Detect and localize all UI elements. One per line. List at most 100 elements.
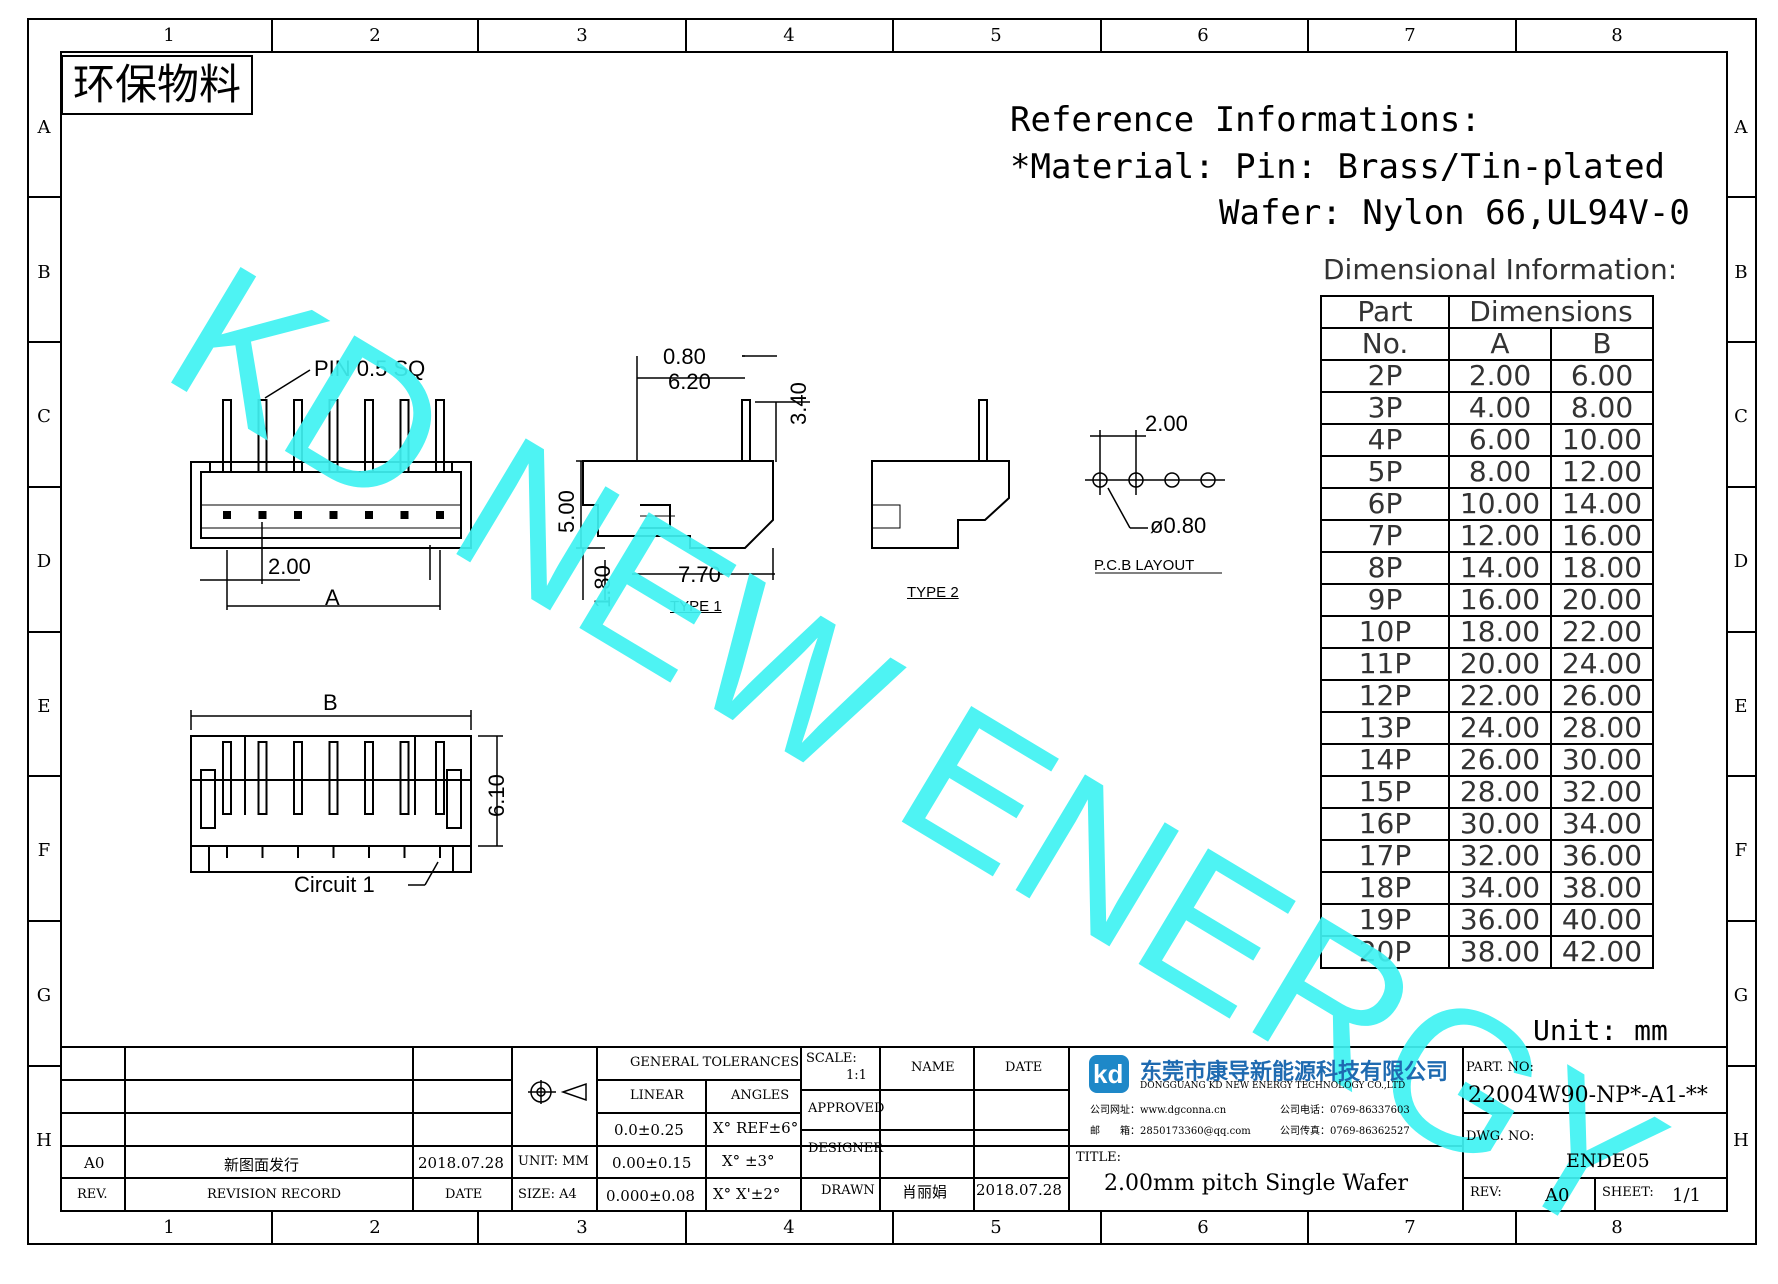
- front-pin: [328, 399, 339, 473]
- tb-rev-lbl: REV:: [1470, 1185, 1502, 1200]
- table-cell: 22.00: [1448, 679, 1552, 713]
- table-cell: 9P: [1320, 583, 1450, 617]
- tb-company-mail: 邮 箱：2850173360@qq.com: [1090, 1126, 1251, 1137]
- tb-approved: APPROVED: [808, 1101, 885, 1116]
- grid-col-label: 6: [1197, 1217, 1209, 1238]
- header-dimensions: Dimensions: [1448, 295, 1654, 329]
- table-cell: 12.00: [1550, 455, 1654, 489]
- dim-a-label: A: [325, 585, 340, 610]
- circuit-label: Circuit 1: [294, 872, 375, 897]
- grid-row-label: B: [37, 262, 51, 283]
- grid-col-label: 8: [1611, 25, 1623, 46]
- tb-part-no-hdr: PART. NO:: [1466, 1060, 1534, 1075]
- tb-designer: DESIGNER: [808, 1141, 883, 1156]
- svg-text:kd: kd: [1093, 1059, 1123, 1089]
- tb-drawn-date: 2018.07.28: [976, 1181, 1062, 1199]
- table-cell: 24.00: [1550, 647, 1654, 681]
- grid-col-label: 7: [1404, 25, 1416, 46]
- grid-row-label: E: [37, 696, 51, 717]
- table-cell: 10.00: [1550, 423, 1654, 457]
- tb-part-no: 22004W90-NP*-A1-**: [1468, 1083, 1708, 1108]
- dimensional-info-title: Dimensional Information:: [1323, 253, 1678, 286]
- table-cell: 20.00: [1550, 583, 1654, 617]
- grid-row-label: G: [36, 985, 52, 1006]
- reference-title: Reference Informations:: [1010, 100, 1481, 140]
- dim-340: 3.40: [786, 382, 811, 425]
- tb-sheet-val: 1/1: [1672, 1185, 1701, 1206]
- table-cell: 38.00: [1448, 935, 1552, 969]
- table-cell: 30.00: [1550, 743, 1654, 777]
- table-cell: 42.00: [1550, 935, 1654, 969]
- front-pin: [399, 399, 410, 473]
- table-cell: 2P: [1320, 359, 1450, 393]
- grid-col-label: 8: [1611, 1217, 1623, 1238]
- table-cell: 34.00: [1550, 807, 1654, 841]
- grid-col-label: 1: [163, 25, 175, 46]
- grid-row-label: E: [1734, 696, 1748, 717]
- tb-title-hdr: TITLE:: [1076, 1150, 1121, 1165]
- grid-row-label: F: [1734, 840, 1748, 861]
- tb-name-hdr: NAME: [911, 1060, 955, 1075]
- grid-col-label: 1: [163, 1217, 175, 1238]
- grid-row-label: G: [1733, 985, 1749, 1006]
- tb-drawn-name: 肖丽娟: [902, 1183, 948, 1201]
- table-cell: 19P: [1320, 903, 1450, 937]
- tb-company-cn: 东莞市康导新能源科技有限公司: [1140, 1060, 1449, 1085]
- tb-date-col-hdr: DATE: [445, 1187, 483, 1202]
- header-no: No.: [1320, 327, 1450, 361]
- type1-label: TYPE 1: [670, 598, 722, 615]
- drawing-frame: kd: [27, 18, 1757, 1245]
- grid-col-label: 5: [990, 1217, 1002, 1238]
- tb-company-en: DONGGUANG KD NEW ENERGY TECHNOLOGY CO.,L…: [1140, 1081, 1406, 1091]
- table-cell: 14P: [1320, 743, 1450, 777]
- grid-row-label: F: [37, 840, 51, 861]
- tb-date-hdr: DATE: [1005, 1060, 1043, 1075]
- grid-col-label: 3: [576, 25, 588, 46]
- reference-wafer: Wafer: Nylon 66,UL94V-0: [1219, 193, 1690, 233]
- header-a: A: [1448, 327, 1552, 361]
- pin-section: [294, 511, 302, 519]
- dim-080: 0.80: [663, 344, 706, 369]
- tb-dwg-no-hdr: DWG. NO:: [1466, 1129, 1535, 1144]
- table-cell: 6.00: [1448, 423, 1552, 457]
- table-cell: 6P: [1320, 487, 1450, 521]
- grid-row-label: A: [37, 117, 51, 138]
- pin-label: PIN 0.5 SQ: [314, 356, 426, 381]
- table-cell: 8P: [1320, 551, 1450, 585]
- bottom-pin: [364, 741, 374, 815]
- table-cell: 32.00: [1448, 839, 1552, 873]
- table-cell: 4.00: [1448, 391, 1552, 425]
- table-cell: 40.00: [1550, 903, 1654, 937]
- grid-row-label: C: [37, 406, 51, 427]
- company-logo-icon: kd: [1089, 1055, 1129, 1093]
- table-cell: 28.00: [1448, 775, 1552, 809]
- dim-620: 6.20: [668, 369, 711, 394]
- table-cell: 22.00: [1550, 615, 1654, 649]
- dim-b-label: B: [323, 690, 338, 715]
- tb-dwg-no: ENDE05: [1566, 1150, 1650, 1172]
- table-cell: 16.00: [1448, 583, 1552, 617]
- header-b: B: [1550, 327, 1654, 361]
- grid-row-label: D: [36, 551, 52, 572]
- tb-general-tol: GENERAL TOLERANCES: [630, 1055, 800, 1070]
- table-cell: 3P: [1320, 391, 1450, 425]
- front-pin: [222, 399, 232, 473]
- tb-rev-record-hdr: REVISION RECORD: [207, 1187, 342, 1202]
- bottom-pin: [293, 741, 303, 815]
- table-cell: 36.00: [1448, 903, 1552, 937]
- pcb-layout-label: P.C.B LAYOUT: [1094, 557, 1195, 574]
- grid-row-label: B: [1734, 262, 1748, 283]
- table-cell: 8.00: [1448, 455, 1552, 489]
- grid-col-label: 2: [369, 25, 381, 46]
- table-cell: 14.00: [1448, 551, 1552, 585]
- dim-770: 7.70: [678, 562, 721, 587]
